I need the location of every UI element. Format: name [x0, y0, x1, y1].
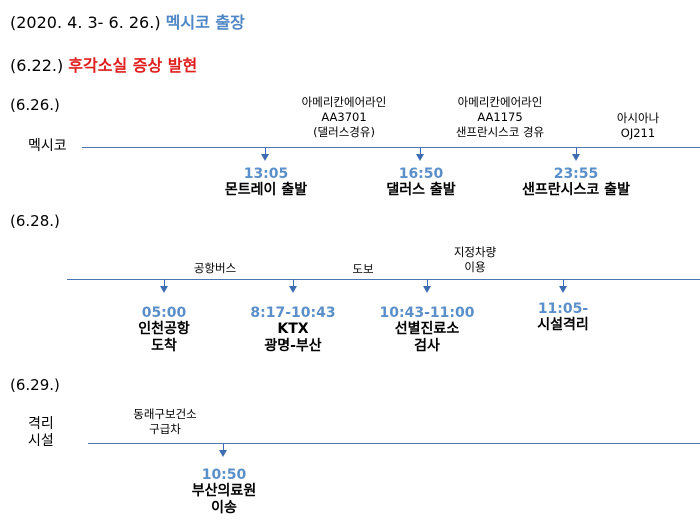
- day2-arrow-4: [559, 279, 567, 293]
- event-desc: 인천공항: [138, 321, 190, 337]
- event-desc-2: 도착: [151, 338, 177, 354]
- day3-event-1: 10:50 부산의료원 이송: [164, 467, 284, 517]
- day3-transport-label-1: 동래구보건소 구급차: [110, 407, 220, 437]
- day3-timeline: [88, 443, 700, 444]
- day1-arrow-2: [416, 147, 424, 161]
- day1-flight-label-2: 아메리칸에어라인 AA1175 샌프란시스코 경유: [435, 95, 565, 140]
- flight-airline: 아메리칸에어라인: [457, 95, 543, 109]
- day3-arrow-1: [219, 443, 227, 457]
- location-line-2: 시설: [28, 433, 54, 449]
- day2-event-4: 11:05- 시설격리: [503, 301, 623, 334]
- transport-mode: 동래구보건소: [133, 407, 197, 421]
- day2-transport-label-3: 지정차량 이용: [440, 245, 510, 275]
- location-line-1: 격리: [28, 416, 54, 432]
- day1-event-3: 23:55 샌프란시스코 출발: [496, 166, 656, 199]
- flight-airline: 아메리칸에어라인: [301, 95, 387, 109]
- travel-period-line: (2020. 4. 3- 6. 26.) 멕시코 출장: [10, 9, 245, 33]
- day2-arrow-1: [160, 279, 168, 293]
- day1-arrow-1: [261, 147, 269, 161]
- event-desc: 시설격리: [537, 317, 589, 333]
- day2-event-3: 10:43-11:00 선별진료소 검사: [367, 305, 487, 355]
- event-time: 05:00: [141, 305, 187, 321]
- symptom-onset-line: (6.22.) 후각소실 증상 발현: [10, 52, 197, 76]
- transport-mode-detail: 이용: [464, 260, 486, 274]
- event-time: 16:50: [398, 166, 444, 182]
- event-desc: 몬트레이 출발: [224, 182, 308, 198]
- transport-mode: 지정차량: [453, 245, 497, 259]
- transport-mode: 공항버스: [193, 261, 237, 275]
- day2-transport-label-1: 공항버스: [175, 261, 255, 276]
- event-time: 11:05-: [537, 301, 589, 317]
- event-time: 8:17-10:43: [250, 305, 336, 321]
- day2-date: (6.28.): [10, 212, 60, 230]
- flight-number: OJ211: [620, 126, 656, 140]
- event-desc-2: 이송: [211, 500, 237, 516]
- event-desc: 댈러스 출발: [386, 182, 456, 198]
- event-desc: 선별진료소: [394, 321, 460, 337]
- day1-event-1: 13:05 몬트레이 출발: [196, 166, 336, 199]
- event-desc: 샌프란시스코 출발: [522, 182, 630, 198]
- travel-period-title: 멕시코 출장: [165, 13, 245, 32]
- flight-route: 샌프란시스코 경유: [455, 125, 545, 139]
- day2-event-1: 05:00 인천공항 도착: [104, 305, 224, 355]
- day1-arrow-3: [572, 147, 580, 161]
- flight-airline: 아시아나: [616, 111, 660, 125]
- event-time: 23:55: [553, 166, 599, 182]
- flight-route: (댈러스경유): [313, 125, 375, 139]
- flight-number: AA3701: [321, 110, 367, 124]
- day2-timeline: [67, 279, 700, 280]
- day1-flight-label-1: 아메리칸에어라인 AA3701 (댈러스경유): [279, 95, 409, 140]
- day1-location: 멕시코: [28, 138, 67, 154]
- event-time: 10:43-11:00: [379, 305, 475, 321]
- symptom-onset-title: 후각소실 증상 발현: [68, 56, 198, 75]
- symptom-onset-date: (6.22.): [10, 56, 64, 75]
- event-desc-2: 검사: [414, 338, 440, 354]
- day1-flight-label-3: 아시아나 OJ211: [598, 111, 678, 141]
- flight-number: AA1175: [477, 110, 523, 124]
- day2-transport-label-2: 도보: [338, 262, 388, 277]
- transport-mode-detail: 구급차: [149, 422, 181, 436]
- day3-date: (6.29.): [10, 376, 60, 394]
- day1-date: (6.26.): [10, 96, 60, 114]
- day2-arrow-2: [289, 279, 297, 293]
- event-desc: 부산의료원: [191, 483, 257, 499]
- travel-period-dates: (2020. 4. 3- 6. 26.): [10, 13, 161, 32]
- day2-event-2: 8:17-10:43 KTX 광명-부산: [233, 305, 353, 355]
- event-time: 13:05: [243, 166, 289, 182]
- day2-arrow-3: [423, 279, 431, 293]
- day3-location: 격리 시설: [28, 416, 54, 450]
- day1-event-2: 16:50 댈러스 출발: [351, 166, 491, 199]
- day1-timeline: [82, 147, 700, 148]
- transport-mode: 도보: [352, 262, 374, 276]
- event-desc: KTX: [277, 321, 309, 337]
- event-desc-2: 광명-부산: [264, 338, 322, 354]
- event-time: 10:50: [201, 467, 247, 483]
